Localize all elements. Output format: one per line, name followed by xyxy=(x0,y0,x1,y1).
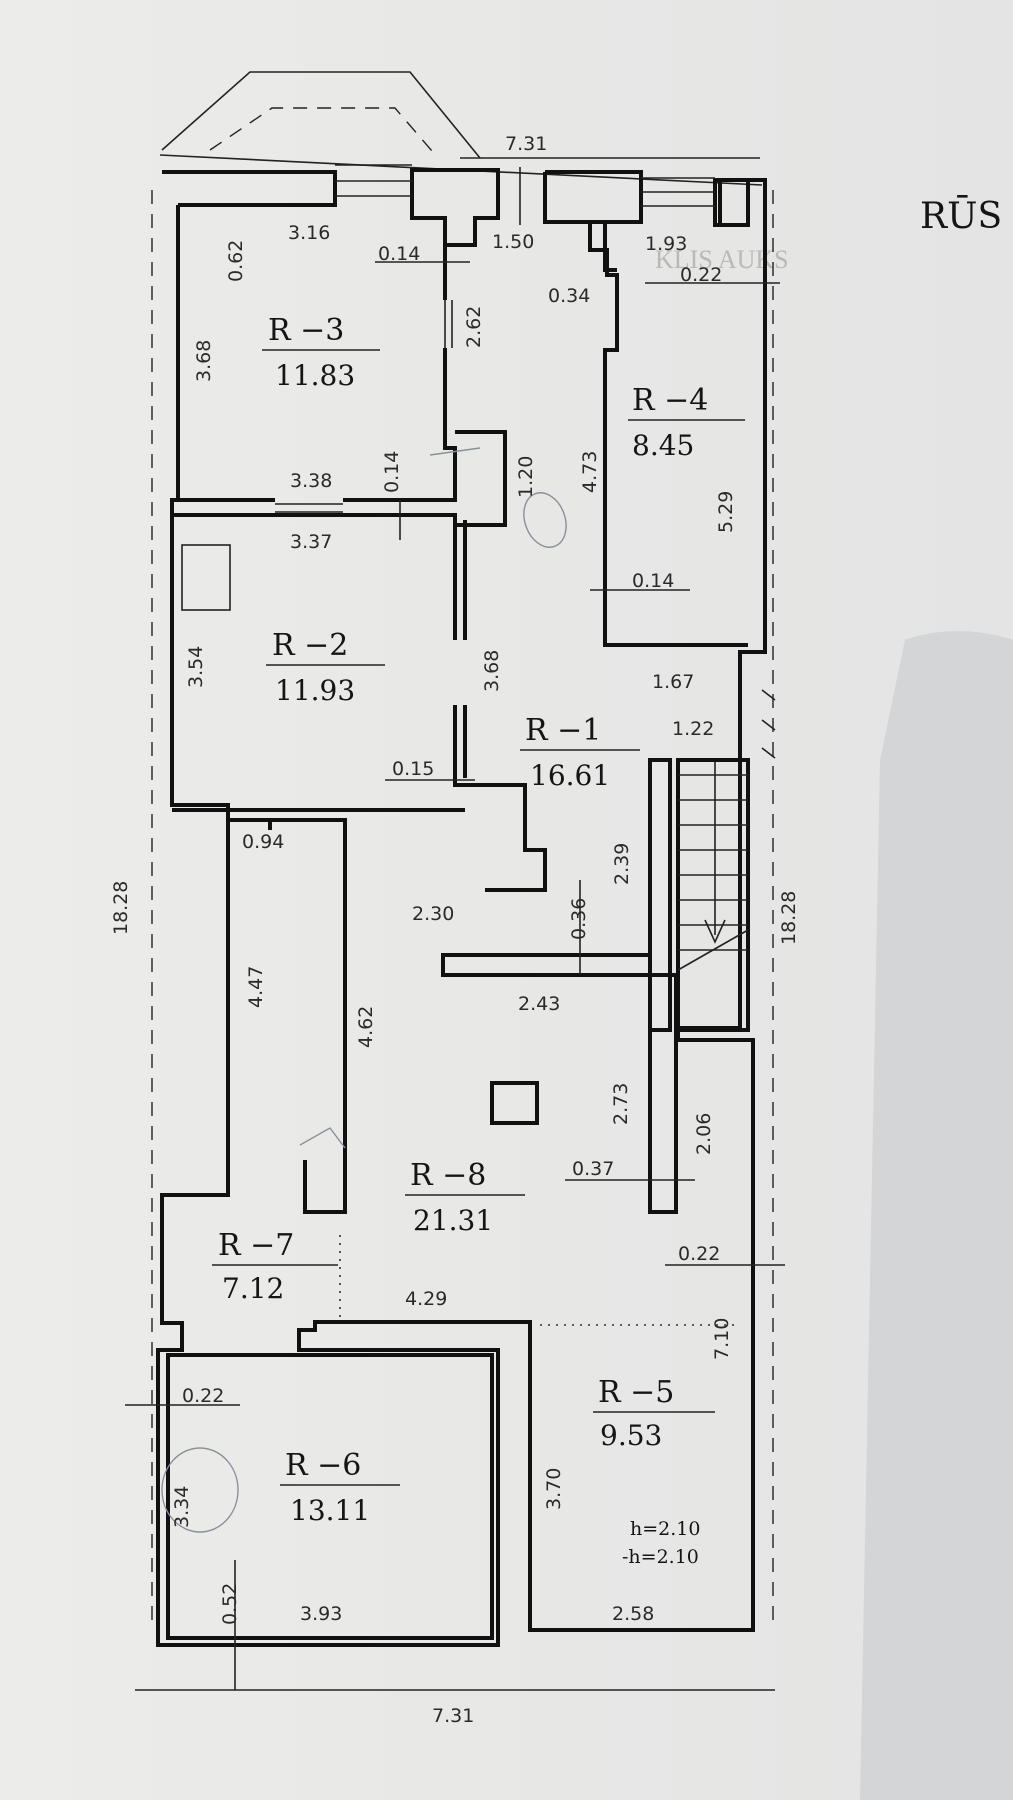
dim-label: 7.10 xyxy=(711,1318,733,1360)
dim-label: 2.58 xyxy=(612,1603,654,1625)
ceiling-height-note-2: -h=2.10 xyxy=(622,1546,699,1568)
room-r8-area: 21.31 xyxy=(413,1204,493,1237)
dim-label: 3.38 xyxy=(290,470,332,492)
room-r1-code: R −1 xyxy=(525,713,601,748)
outer-wall-top xyxy=(162,170,337,207)
room-r7-area: 7.12 xyxy=(222,1272,284,1305)
handwritten-marks xyxy=(161,447,567,1533)
pillar-left xyxy=(410,168,500,247)
overall-length-left: 18.28 xyxy=(110,881,132,935)
dim-label: 0.22 xyxy=(678,1243,720,1265)
dim-label: 5.29 xyxy=(715,491,737,533)
dim-label: 2.62 xyxy=(463,306,485,348)
dim-label: 2.39 xyxy=(611,843,633,885)
dim-label: 3.37 xyxy=(290,531,332,553)
dim-label: 1.20 xyxy=(515,456,537,498)
room-r6-code: R −6 xyxy=(285,1448,361,1483)
pillar-block xyxy=(490,1081,539,1125)
dim-label: 4.73 xyxy=(579,451,601,493)
room-r3: R −3 11.83 xyxy=(262,313,380,392)
room-r2-code: R −2 xyxy=(272,628,348,663)
room-r3-area: 11.83 xyxy=(275,359,355,392)
wall-r3-corridor xyxy=(455,430,507,527)
room-r7-code: R −7 xyxy=(218,1228,294,1263)
dim-label: 0.22 xyxy=(680,264,722,286)
pillar-right-edge xyxy=(543,172,585,224)
room-r5-area: 9.53 xyxy=(600,1419,662,1452)
dim-label: 3.16 xyxy=(288,222,330,244)
dim-label: 0.14 xyxy=(632,570,674,592)
room-r7: R −7 7.12 xyxy=(212,1228,338,1305)
room-r8-code: R −8 xyxy=(410,1158,486,1193)
staircase xyxy=(648,689,776,1032)
shadow-area xyxy=(860,631,1013,1800)
dim-label: 1.93 xyxy=(645,233,687,255)
dim-label: 1.22 xyxy=(672,718,714,740)
dim-label: 2.30 xyxy=(412,903,454,925)
dimension-ticks xyxy=(125,167,785,1690)
room-r1: R −1 16.61 xyxy=(520,713,640,792)
dim-label: 0.34 xyxy=(548,285,590,307)
dim-label: 2.73 xyxy=(610,1083,632,1125)
dim-label: 0.22 xyxy=(182,1385,224,1407)
room-r1-area: 16.61 xyxy=(530,759,610,792)
wall-r4 xyxy=(585,220,617,272)
bay-window-inner xyxy=(209,107,439,159)
room-r4-code: R −4 xyxy=(632,383,708,418)
wall-r5 xyxy=(528,1028,753,1632)
room-r5-code: R −5 xyxy=(598,1375,674,1410)
central-partition xyxy=(441,953,678,1214)
top-window-glazing xyxy=(335,164,715,207)
dim-label: 0.37 xyxy=(572,1158,614,1180)
overall-length-right: 18.28 xyxy=(778,891,800,945)
room-r4: R −4 8.45 xyxy=(628,383,745,462)
r3-door-glazing xyxy=(275,300,453,513)
dim-label: 1.50 xyxy=(492,231,534,253)
dim-label: 4.62 xyxy=(355,1006,377,1048)
room-r3-code: R −3 xyxy=(268,313,344,348)
dim-label: 3.68 xyxy=(481,650,503,692)
dim-label: 4.29 xyxy=(405,1288,447,1310)
dim-label: 3.93 xyxy=(300,1603,342,1625)
dim-label: 3.70 xyxy=(543,1468,565,1510)
dim-label: 0.14 xyxy=(378,243,420,265)
dim-label: 3.54 xyxy=(185,646,207,688)
wall-r6 xyxy=(166,1353,494,1640)
dim-label: 3.68 xyxy=(193,340,215,382)
room-r2-area: 11.93 xyxy=(275,674,355,707)
dim-label: 4.47 xyxy=(245,966,267,1008)
room-r5: R −5 9.53 xyxy=(593,1375,715,1452)
dim-label: 1.67 xyxy=(652,671,694,693)
dim-label: 0.52 xyxy=(219,1583,241,1625)
dim-label: 0.62 xyxy=(225,240,247,282)
room-r2: R −2 11.93 xyxy=(266,628,385,707)
dim-label: 2.43 xyxy=(518,993,560,1015)
room-r4-area: 8.45 xyxy=(632,429,694,462)
dim-label: 0.14 xyxy=(381,451,403,493)
top-right-post xyxy=(713,178,750,227)
room-r8: R −8 21.31 xyxy=(405,1158,525,1237)
bay-window-outline xyxy=(161,71,481,159)
dim-label: 2.06 xyxy=(693,1113,715,1155)
page-title: RŪS xyxy=(920,196,1002,237)
dim-label: 3.34 xyxy=(171,1486,193,1528)
room-r6: R −6 13.11 xyxy=(280,1448,400,1527)
room-r6-area: 13.11 xyxy=(290,1494,370,1527)
ceiling-height-note-1: h=2.10 xyxy=(630,1518,700,1540)
r2-fixture xyxy=(181,544,231,611)
overall-width-bottom: 7.31 xyxy=(432,1705,474,1727)
dimension-labels: 0.62 3.16 0.14 1.50 1.93 0.22 0.34 3.68 … xyxy=(171,222,737,1625)
wall-r3 xyxy=(178,245,457,502)
dim-label: 0.36 xyxy=(568,898,590,940)
wall-r2 xyxy=(172,513,547,892)
dim-label: 0.94 xyxy=(242,831,284,853)
overall-width-top: 7.31 xyxy=(505,133,547,155)
dim-label: 0.15 xyxy=(392,758,434,780)
